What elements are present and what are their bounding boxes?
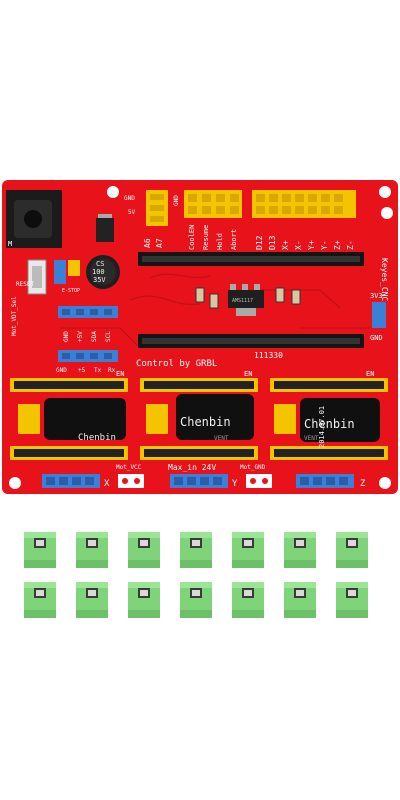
label-z-plus: Z+ — [333, 240, 342, 250]
voltage-regulator — [228, 284, 264, 316]
driver-socket-x: Chenbin — [10, 378, 128, 460]
analog-header — [146, 190, 168, 226]
label-rx: Rx — [108, 367, 116, 374]
label-d12: D12 — [255, 235, 264, 250]
jumper-cap — [280, 580, 320, 620]
driver-socket-z: Chenbin VENT — [270, 378, 388, 460]
label-reset: RESET — [16, 281, 34, 288]
jumper-cap — [20, 580, 60, 620]
jumper-cap — [332, 580, 372, 620]
jumper-cap — [228, 530, 268, 570]
label-power-m: M — [8, 240, 12, 248]
label-a6: A6 — [143, 238, 152, 248]
label-a7: A7 — [155, 238, 164, 248]
smd-parts — [195, 287, 301, 309]
capacitor-y: Chenbin VENT — [176, 394, 254, 442]
label-sda: SDA — [91, 331, 98, 342]
label-mot-gnd: Mot_GND — [240, 464, 266, 471]
jumper-cap — [20, 530, 60, 570]
svg-text:VENT: VENT — [214, 435, 229, 442]
label-gnd-serial: GND — [56, 367, 67, 374]
label-en-2: EN — [244, 370, 252, 378]
jumper-cap — [72, 580, 112, 620]
label-abort: Abort — [230, 229, 238, 250]
jumper-cap — [332, 530, 372, 570]
jumper-cap — [124, 580, 164, 620]
label-mot-vdt: Mot_VDT_Sel — [11, 296, 18, 336]
svg-text:Chenbin: Chenbin — [180, 415, 231, 429]
svg-text:Chenbin: Chenbin — [78, 433, 116, 443]
reset-button — [27, 259, 47, 295]
serial-header — [58, 350, 118, 362]
small-capacitor: CS 100 35V — [86, 255, 120, 289]
label-max-in: Max_in 24V — [168, 463, 216, 472]
transistor — [96, 218, 114, 242]
label-coolen: CoolEN — [188, 225, 196, 250]
capacitor-x: Chenbin — [44, 398, 126, 443]
label-control-grbl: Control by GRBL — [136, 359, 217, 369]
label-en-1: EN — [116, 370, 124, 378]
label-gnd-i2c: GND — [63, 331, 70, 342]
header-3v3 — [372, 302, 386, 328]
label-y-minus: Y- — [320, 240, 329, 250]
jumper-cap — [176, 580, 216, 620]
label-plus5: +5 — [78, 367, 86, 374]
label-resume: Resume — [202, 225, 210, 250]
label-axis-x: X — [104, 479, 110, 489]
motor-header-z — [296, 474, 354, 488]
label-axis-y: Y — [232, 479, 238, 489]
label-y-plus: Y+ — [307, 240, 316, 250]
i2c-header — [58, 306, 118, 318]
power-terminal-1 — [118, 474, 144, 488]
svg-text:VENT: VENT — [304, 435, 319, 442]
label-gnd-right: GND — [370, 334, 383, 342]
svg-text:35V: 35V — [93, 276, 106, 284]
estop-header — [54, 260, 66, 284]
dc-power-jack — [6, 190, 62, 248]
label-gnd-mid: GND — [173, 195, 180, 206]
arduino-header-bottom — [138, 334, 364, 348]
capacitor-z: Chenbin VENT — [300, 398, 380, 442]
limit-header — [252, 190, 356, 218]
label-x-plus: X+ — [281, 240, 290, 250]
label-z-minus: Z- — [346, 240, 355, 250]
mounting-holes — [9, 186, 393, 489]
label-3v3: 3V3 — [370, 292, 383, 300]
arduino-header-top — [138, 252, 364, 266]
label-plus5v: +5V — [77, 331, 84, 342]
label-hold: Hold — [216, 233, 224, 250]
label-gnd-top: GND — [124, 195, 135, 202]
jumper-cap — [124, 530, 164, 570]
power-terminal-2 — [246, 474, 272, 488]
label-en-3: EN — [366, 370, 374, 378]
jumper-cap — [228, 580, 268, 620]
driver-socket-y: Chenbin VENT — [140, 378, 258, 460]
label-brand: Keyes_CNC — [380, 258, 389, 302]
jumper-cap — [176, 530, 216, 570]
label-tx: Tx — [94, 367, 102, 374]
motor-header-x — [42, 474, 100, 488]
label-date: 2014.07.01 — [318, 406, 326, 448]
label-estop: E-STOP — [62, 288, 80, 294]
svg-text:CS: CS — [96, 260, 104, 268]
svg-text:Chenbin: Chenbin — [304, 417, 355, 431]
label-d13: D13 — [268, 235, 277, 250]
label-regulator: AMS1117 — [232, 298, 253, 304]
cnc-shield-board: M GND 5V A6 A7 GND CoolEN Resume — [2, 180, 398, 494]
label-mot-vcc: Mot_VCC — [116, 464, 142, 471]
label-scl: SCL — [105, 331, 112, 342]
svg-text:100: 100 — [92, 268, 105, 276]
control-header — [184, 190, 242, 218]
jumper-cap — [72, 530, 112, 570]
motor-header-y — [170, 474, 228, 488]
label-x-minus: X- — [294, 240, 303, 250]
label-5v: 5V — [128, 209, 136, 216]
label-serial: 111330 — [254, 351, 283, 360]
label-axis-z: Z — [360, 479, 366, 489]
jumper-cap — [280, 530, 320, 570]
